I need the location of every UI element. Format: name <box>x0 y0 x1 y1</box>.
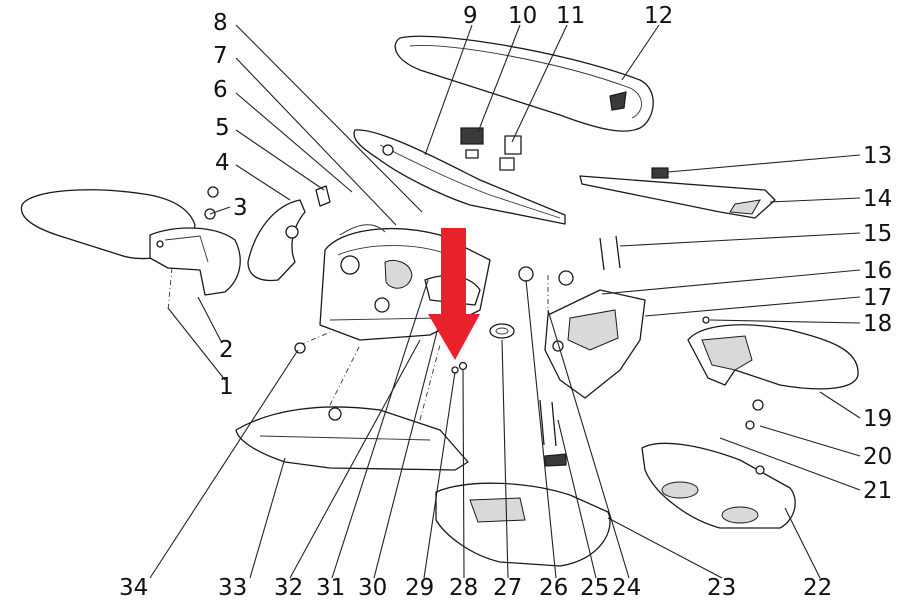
callout-24: 24 <box>612 575 641 601</box>
callout-27: 27 <box>493 575 522 601</box>
callout-28: 28 <box>449 575 478 601</box>
callout-33: 33 <box>218 575 247 601</box>
callout-29: 29 <box>405 575 434 601</box>
callout-6: 6 <box>213 77 228 103</box>
callout-26: 26 <box>539 575 568 601</box>
callout-19: 19 <box>863 406 892 432</box>
callout-12: 12 <box>644 3 673 29</box>
part-bracket-10 <box>460 127 484 159</box>
callout-11: 11 <box>556 3 585 29</box>
part-number-plate <box>641 442 796 529</box>
callout-4: 4 <box>215 150 230 176</box>
callout-1: 1 <box>219 374 234 400</box>
callout-20: 20 <box>863 444 892 470</box>
part-clip-11 <box>499 135 522 171</box>
callout-21: 21 <box>863 478 892 504</box>
part-rear-fender <box>687 324 859 430</box>
part-headlight-bracket <box>247 185 331 282</box>
callout-17: 17 <box>863 285 892 311</box>
part-frame-brace <box>353 129 566 225</box>
callout-31: 31 <box>316 575 345 601</box>
callout-13: 13 <box>863 143 892 169</box>
callout-5: 5 <box>215 115 230 141</box>
callout-25: 25 <box>580 575 609 601</box>
callout-18: 18 <box>863 311 892 337</box>
callout-8: 8 <box>213 10 228 36</box>
part-side-panel <box>235 344 469 471</box>
part-lower-side-cover <box>435 482 611 567</box>
red-pointer-arrow <box>428 228 480 360</box>
callout-30: 30 <box>358 575 387 601</box>
callout-14: 14 <box>863 186 892 212</box>
callout-9: 9 <box>463 3 478 29</box>
callout-3: 3 <box>233 195 248 221</box>
callout-15: 15 <box>863 221 892 247</box>
leader-lines <box>149 24 861 579</box>
callout-23: 23 <box>707 575 736 601</box>
part-tail-bracket <box>539 289 646 467</box>
part-front-fender <box>20 186 241 311</box>
callout-2: 2 <box>219 337 234 363</box>
callout-10: 10 <box>508 3 537 29</box>
callout-22: 22 <box>803 575 832 601</box>
callout-16: 16 <box>863 258 892 284</box>
part-screws <box>294 342 468 374</box>
callout-7: 7 <box>213 43 228 69</box>
part-grommet <box>489 323 515 339</box>
callout-32: 32 <box>274 575 303 601</box>
callout-labels: 1 2 3 4 5 6 7 8 9 10 11 12 13 14 15 16 1… <box>119 3 892 601</box>
callout-34: 34 <box>119 575 148 601</box>
part-side-rail <box>579 167 776 219</box>
